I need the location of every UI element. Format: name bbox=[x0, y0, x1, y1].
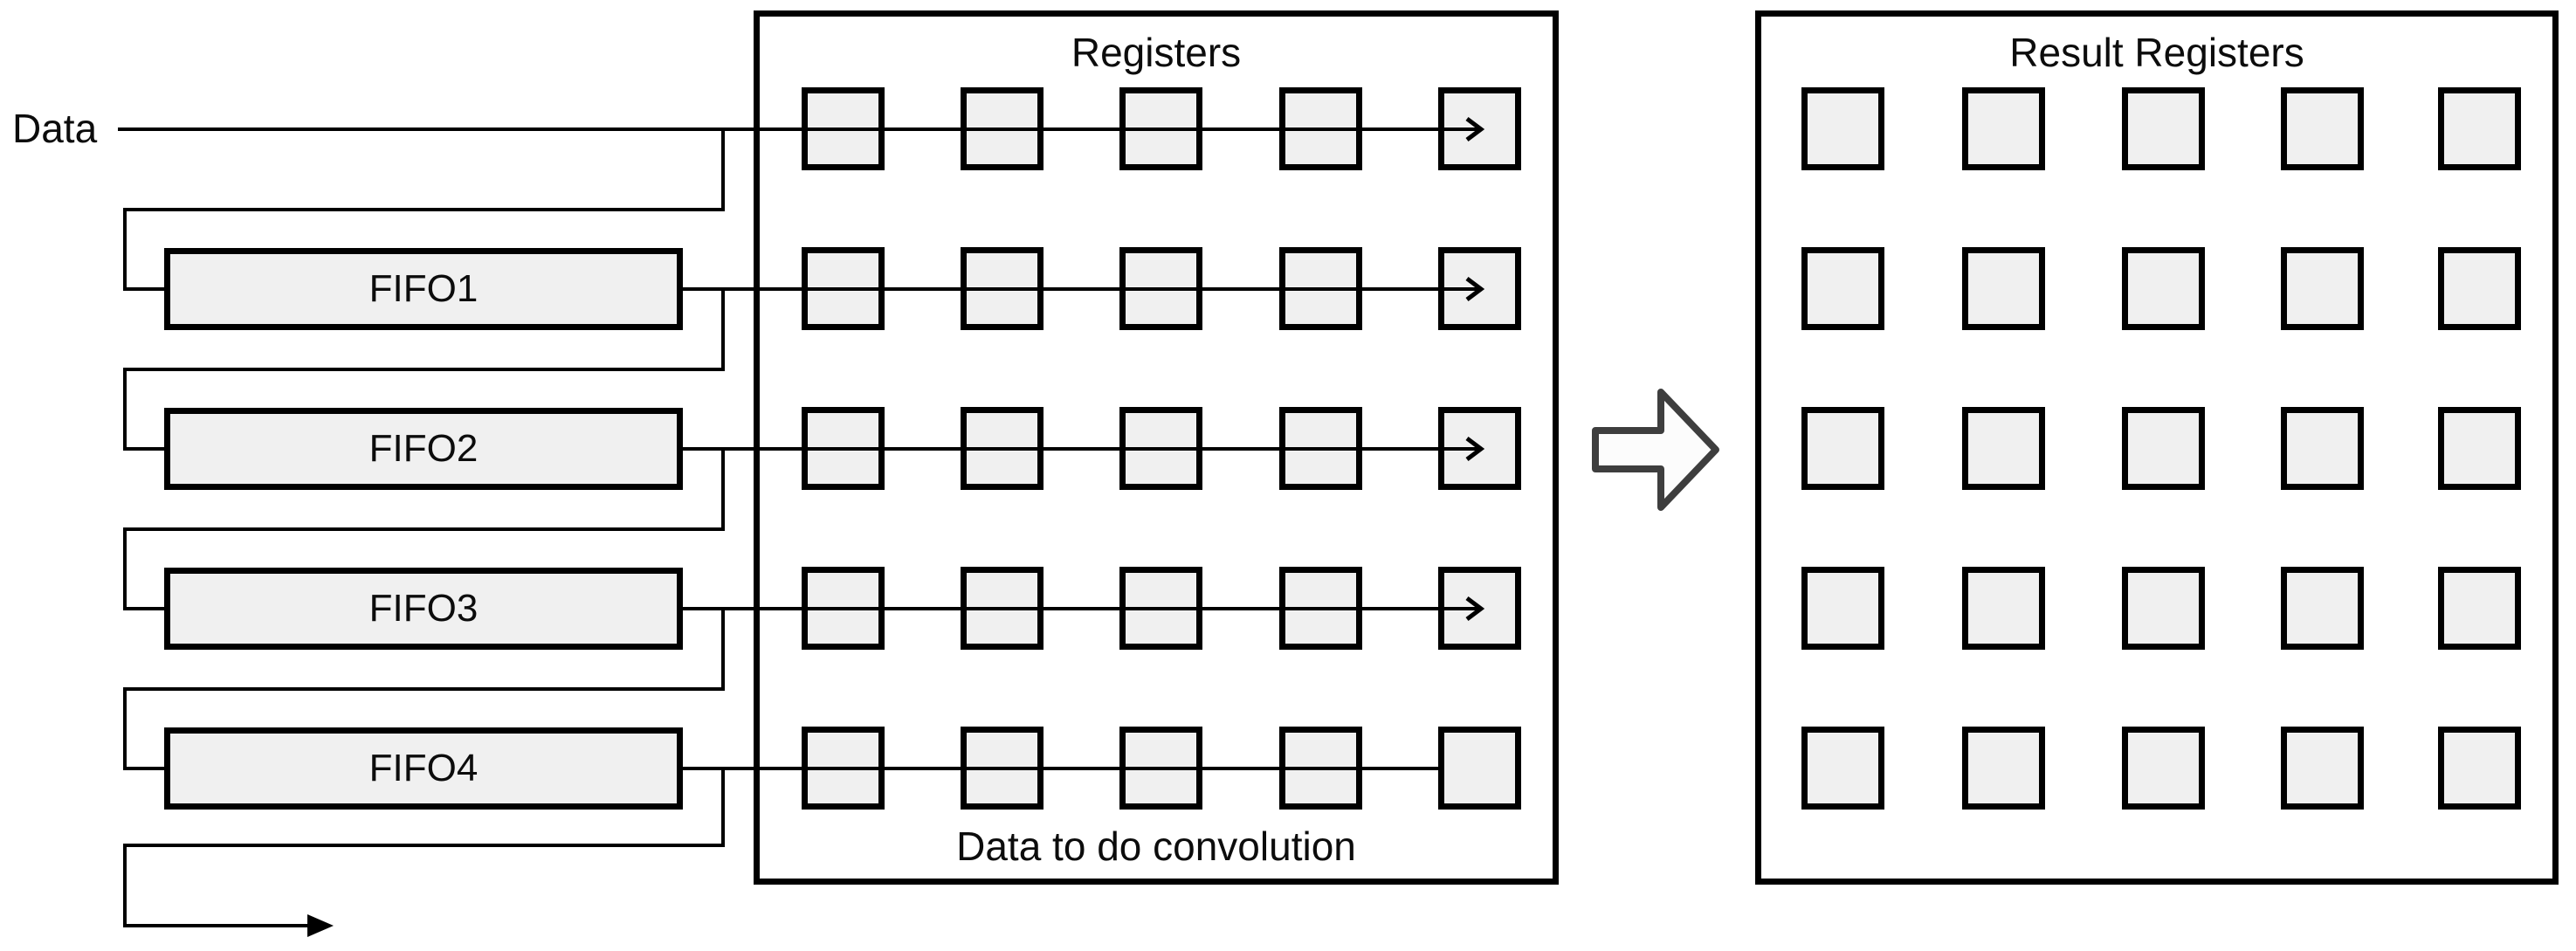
result-register-cell bbox=[2438, 247, 2521, 330]
result-register-cell bbox=[1962, 567, 2045, 650]
feedback-horizontal-2 bbox=[123, 368, 725, 371]
fifo1-box: FIFO1 bbox=[164, 248, 683, 330]
feedback-vertical-1 bbox=[123, 210, 127, 291]
feedback-vertical-4 bbox=[123, 689, 127, 770]
result-register-cell bbox=[1801, 247, 1884, 330]
fifo4-input-stub bbox=[123, 767, 169, 770]
feedback-horizontal-5 bbox=[123, 844, 725, 847]
result-register-cell bbox=[2281, 727, 2364, 810]
result-register-cell bbox=[2438, 87, 2521, 170]
data-input-label: Data bbox=[12, 106, 98, 151]
result-register-cell bbox=[2281, 407, 2364, 490]
result-register-cell bbox=[2122, 407, 2205, 490]
result-register-cell bbox=[2281, 567, 2364, 650]
feedback-drop-3 bbox=[721, 449, 725, 531]
fifo1-input-stub bbox=[123, 287, 169, 291]
fifo4-output-line bbox=[677, 767, 1443, 770]
result-registers-title: Result Registers bbox=[2009, 30, 2304, 75]
fifo1-label: FIFO1 bbox=[368, 267, 479, 310]
feedback-drop-4 bbox=[721, 609, 725, 691]
registers-title: Registers bbox=[1071, 30, 1242, 75]
feedback-vertical-3 bbox=[123, 529, 127, 610]
result-register-cell bbox=[2122, 727, 2205, 810]
result-register-cell bbox=[2281, 247, 2364, 330]
result-register-cell bbox=[1801, 407, 1884, 490]
result-register-cell bbox=[1801, 567, 1884, 650]
result-register-cell bbox=[2438, 567, 2521, 650]
fifo3-box: FIFO3 bbox=[164, 568, 683, 650]
feedback-drop-2 bbox=[721, 289, 725, 371]
result-register-cell bbox=[1962, 407, 2045, 490]
feedback-horizontal-3 bbox=[123, 527, 725, 531]
result-register-cell bbox=[2438, 407, 2521, 490]
result-register-cell bbox=[1801, 727, 1884, 810]
feedback-vertical-2 bbox=[123, 369, 127, 451]
feedback-drop-1 bbox=[721, 129, 725, 211]
fifo2-box: FIFO2 bbox=[164, 408, 683, 490]
feedback-vertical-5 bbox=[123, 845, 127, 927]
fifo4-box: FIFO4 bbox=[164, 727, 683, 810]
fifo2-output-line bbox=[677, 447, 1481, 451]
feedback-horizontal-1 bbox=[123, 208, 725, 211]
row-arrowhead-icon bbox=[1465, 437, 1484, 461]
result-register-cell bbox=[2122, 567, 2205, 650]
registers-caption: Data to do convolution bbox=[956, 824, 1356, 869]
output-arrowhead-icon bbox=[307, 914, 334, 937]
result-register-cell bbox=[1962, 727, 2045, 810]
result-register-cell bbox=[1962, 247, 2045, 330]
fifo2-label: FIFO2 bbox=[368, 427, 479, 470]
result-register-cell bbox=[1801, 87, 1884, 170]
row-arrowhead-icon bbox=[1465, 277, 1484, 301]
row-arrowhead-icon bbox=[1465, 596, 1484, 621]
output-arrow-line bbox=[123, 924, 311, 927]
fifo3-output-line bbox=[677, 607, 1481, 610]
feedback-drop-5 bbox=[721, 768, 725, 847]
fifo3-label: FIFO3 bbox=[368, 587, 479, 630]
result-register-cell bbox=[2122, 87, 2205, 170]
result-register-cell bbox=[1962, 87, 2045, 170]
result-register-cell bbox=[2438, 727, 2521, 810]
result-register-cell bbox=[2281, 87, 2364, 170]
next-stage-arrow-icon bbox=[1592, 389, 1719, 511]
feedback-horizontal-4 bbox=[123, 687, 725, 691]
data-line bbox=[118, 127, 1481, 131]
register-cell bbox=[1438, 727, 1521, 810]
result-register-cell bbox=[2122, 247, 2205, 330]
fifo1-output-line bbox=[677, 287, 1481, 291]
row-arrowhead-icon bbox=[1465, 117, 1484, 141]
fifo3-input-stub bbox=[123, 607, 169, 610]
fifo4-label: FIFO4 bbox=[368, 747, 479, 789]
fifo2-input-stub bbox=[123, 447, 169, 451]
